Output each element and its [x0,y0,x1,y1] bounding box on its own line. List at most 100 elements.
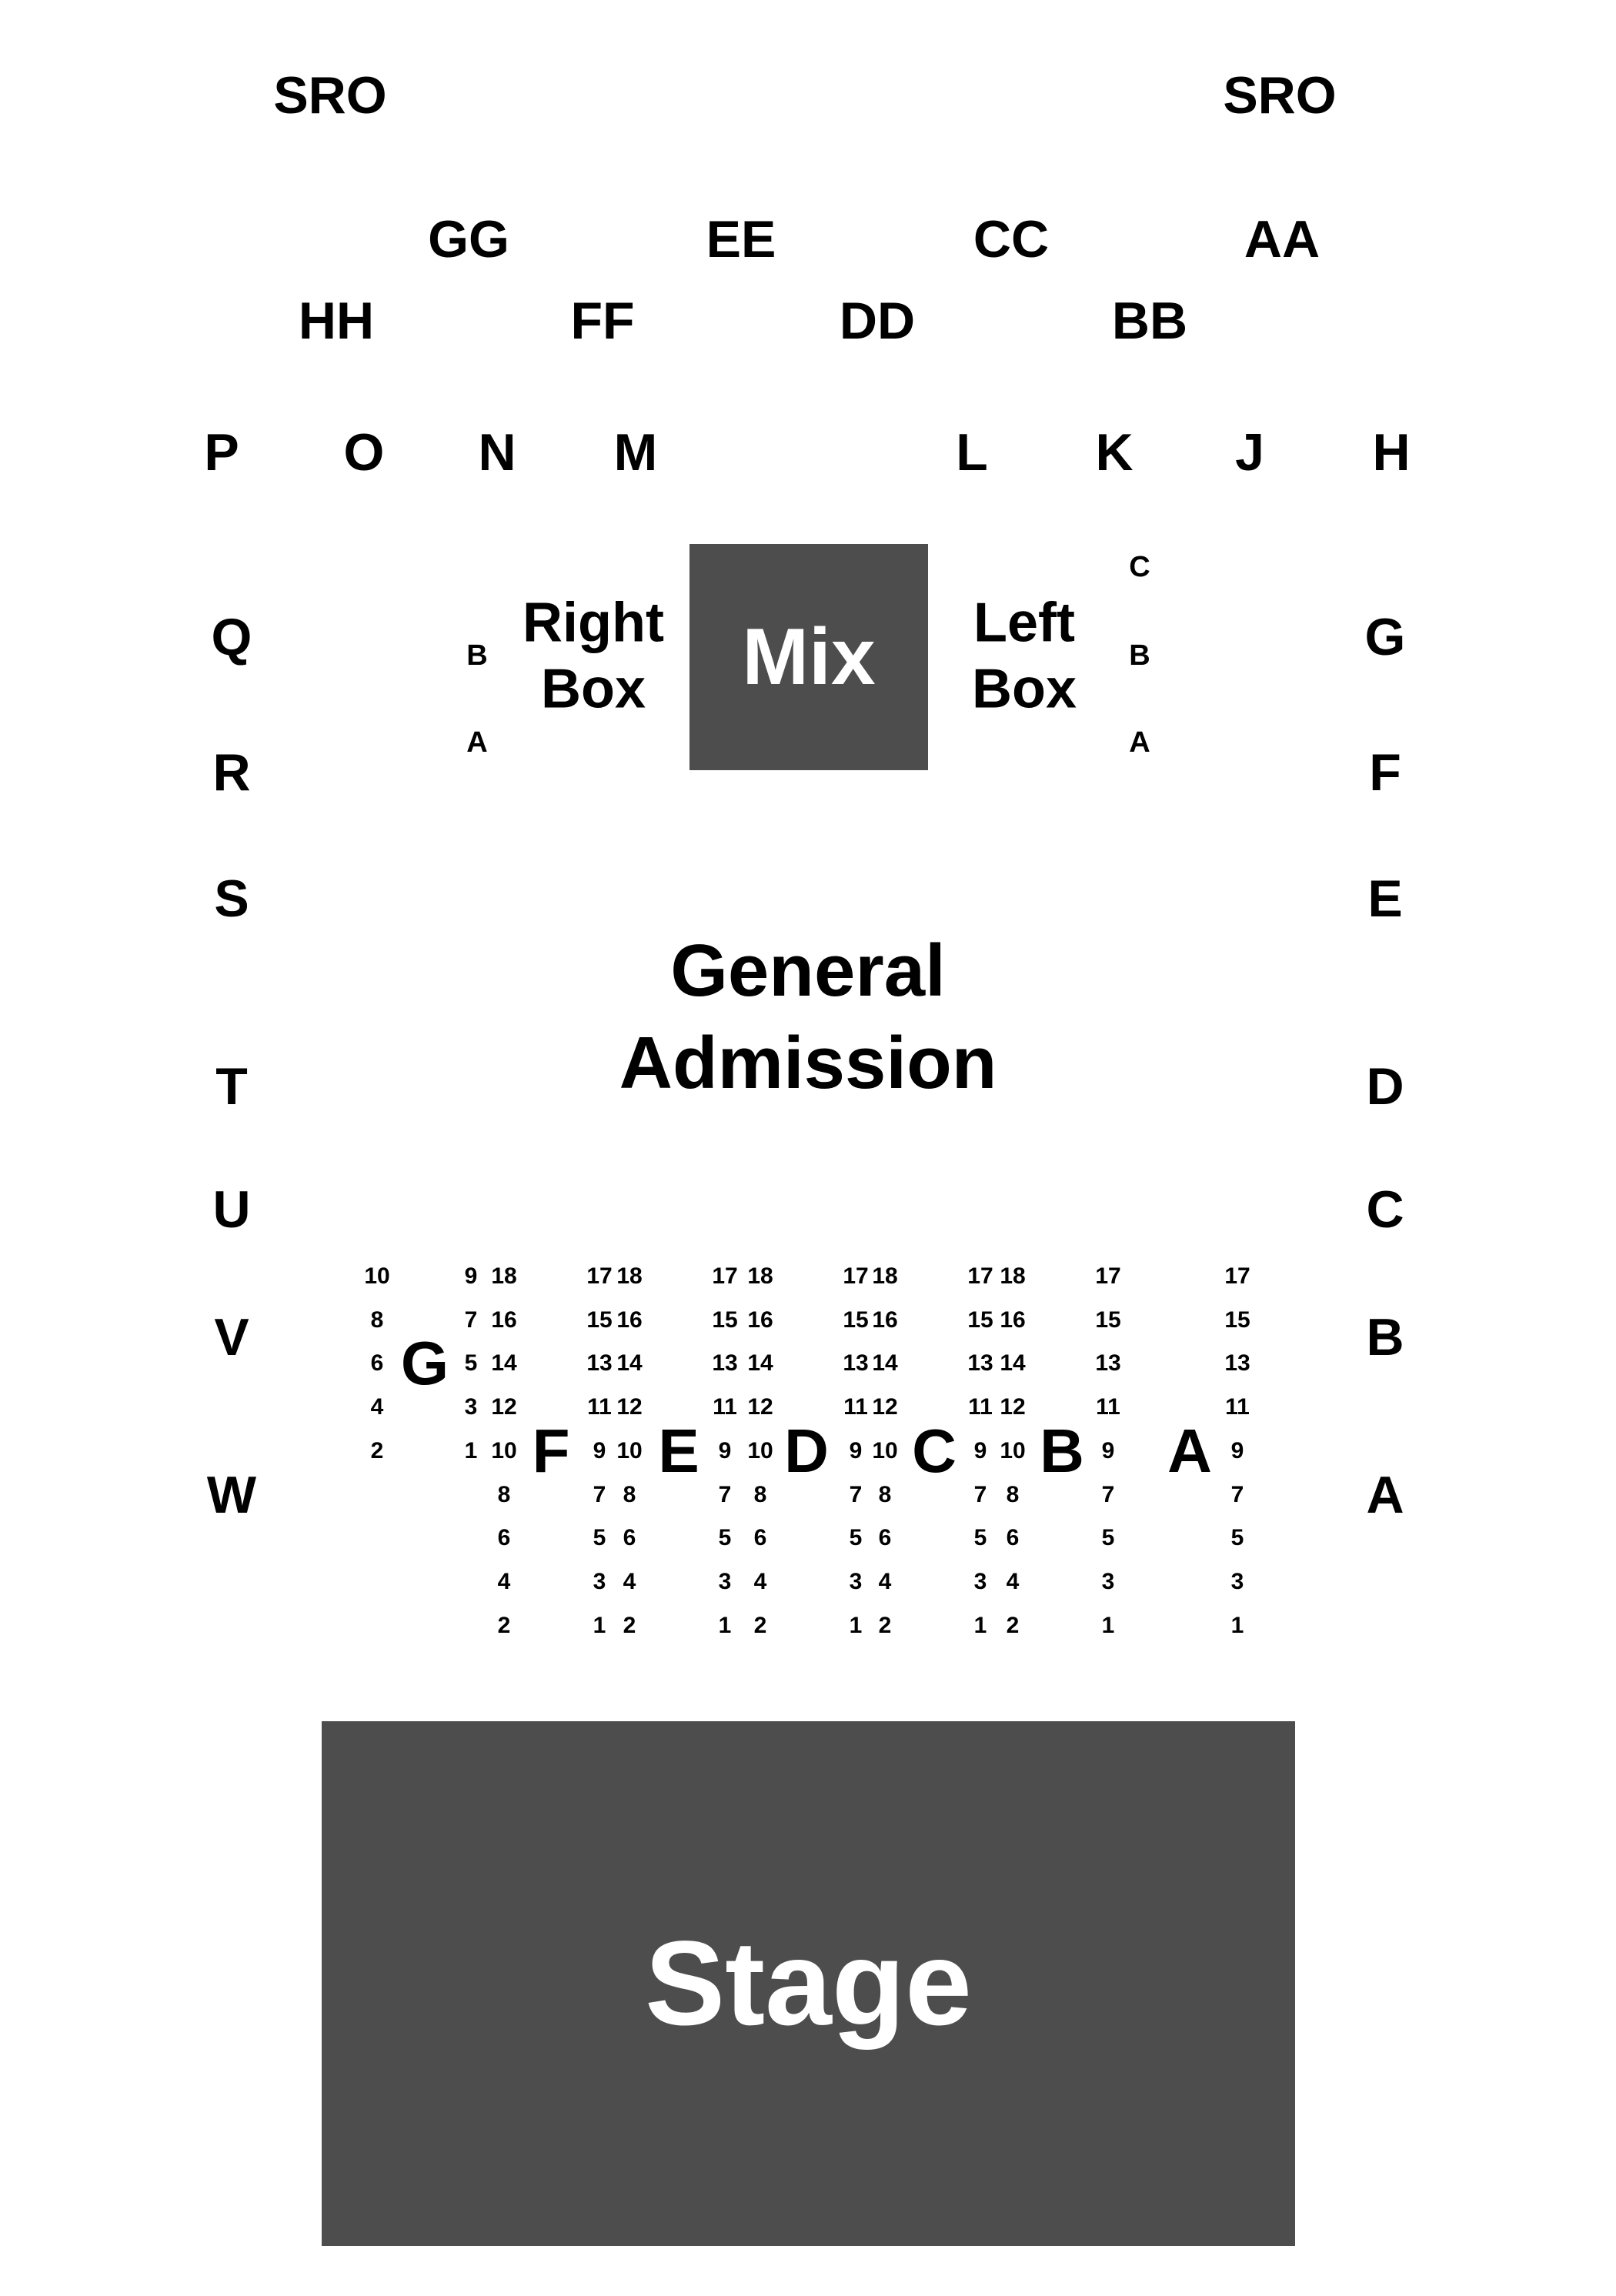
left-box-row-a[interactable]: A [1129,726,1150,759]
seat-e-16[interactable]: 16 [616,1307,643,1333]
seat-f-10[interactable]: 10 [491,1437,517,1463]
row-j[interactable]: J [1235,423,1264,482]
seat-f-1[interactable]: 1 [593,1612,606,1638]
seat-c-2[interactable]: 2 [878,1612,892,1638]
seat-a-17[interactable]: 17 [1224,1263,1250,1289]
seat-c-10[interactable]: 10 [872,1437,898,1463]
seat-e-6[interactable]: 6 [623,1525,636,1551]
seat-b-13[interactable]: 13 [1095,1350,1121,1377]
row-p[interactable]: P [204,423,239,482]
seat-d-16[interactable]: 16 [747,1307,773,1333]
seat-d-3[interactable]: 3 [849,1568,863,1594]
seat-d-2[interactable]: 2 [753,1612,767,1638]
seat-c-3[interactable]: 3 [973,1568,987,1594]
seat-g-9[interactable]: 9 [464,1263,478,1289]
seat-f-2[interactable]: 2 [497,1612,511,1638]
seat-d-17[interactable]: 17 [843,1263,869,1289]
seat-e-18[interactable]: 18 [616,1263,643,1289]
row-cc[interactable]: CC [973,210,1050,269]
row-k[interactable]: K [1095,423,1134,482]
seat-f-11[interactable]: 11 [587,1394,612,1420]
seat-f-15[interactable]: 15 [586,1307,613,1333]
seat-e-4[interactable]: 4 [623,1568,636,1594]
seat-c-8[interactable]: 8 [878,1481,892,1507]
seat-f-14[interactable]: 14 [491,1350,517,1377]
seat-e-15[interactable]: 15 [712,1307,738,1333]
seat-f-18[interactable]: 18 [491,1263,517,1289]
row-r[interactable]: R [212,743,251,802]
row-hh[interactable]: HH [298,292,375,350]
seat-g-3[interactable]: 3 [464,1394,478,1420]
sro-right-label[interactable]: SRO [1223,66,1337,125]
left-box-row-c[interactable]: C [1129,551,1150,583]
seat-e-7[interactable]: 7 [718,1481,732,1507]
seat-c-16[interactable]: 16 [872,1307,898,1333]
sro-left-label[interactable]: SRO [273,66,387,125]
row-o[interactable]: O [343,423,385,482]
seat-e-14[interactable]: 14 [616,1350,643,1377]
row-g-side[interactable]: G [1364,608,1406,666]
seat-g-2[interactable]: 2 [370,1437,384,1463]
seat-e-5[interactable]: 5 [718,1525,732,1551]
row-ff[interactable]: FF [570,292,635,350]
seat-d-1[interactable]: 1 [849,1612,863,1638]
seat-a-3[interactable]: 3 [1230,1568,1244,1594]
row-b-side[interactable]: B [1366,1308,1404,1367]
seat-d-12[interactable]: 12 [747,1394,773,1420]
left-box-row-b[interactable]: B [1129,639,1150,672]
seat-f-17[interactable]: 17 [586,1263,613,1289]
seat-e-17[interactable]: 17 [712,1263,738,1289]
seat-d-18[interactable]: 18 [747,1263,773,1289]
seat-f-4[interactable]: 4 [497,1568,511,1594]
row-aa[interactable]: AA [1244,210,1321,269]
row-d-side[interactable]: D [1366,1057,1404,1116]
floor-section-e[interactable]: E [658,1417,699,1485]
seat-e-8[interactable]: 8 [623,1481,636,1507]
right-box-row-b[interactable]: B [466,639,488,672]
seat-d-5[interactable]: 5 [849,1525,863,1551]
seat-b-1[interactable]: 1 [1101,1612,1115,1638]
seat-b-6[interactable]: 6 [1006,1525,1020,1551]
seat-g-4[interactable]: 4 [370,1394,384,1420]
seat-d-8[interactable]: 8 [753,1481,767,1507]
seat-b-17[interactable]: 17 [1095,1263,1121,1289]
seat-d-6[interactable]: 6 [753,1525,767,1551]
row-e-side[interactable]: E [1367,869,1403,928]
seat-b-3[interactable]: 3 [1101,1568,1115,1594]
seat-b-5[interactable]: 5 [1101,1525,1115,1551]
right-box-label[interactable]: Right Box [523,592,664,720]
seat-e-13[interactable]: 13 [712,1350,738,1377]
seat-f-6[interactable]: 6 [497,1525,511,1551]
seat-b-11[interactable]: 11 [1096,1394,1120,1420]
seat-b-7[interactable]: 7 [1101,1481,1115,1507]
seat-e-11[interactable]: 11 [713,1394,737,1420]
seat-b-4[interactable]: 4 [1006,1568,1020,1594]
seat-d-9[interactable]: 9 [849,1437,863,1463]
seat-b-9[interactable]: 9 [1101,1437,1115,1463]
row-q[interactable]: Q [211,608,252,666]
seat-c-9[interactable]: 9 [973,1437,987,1463]
row-dd[interactable]: DD [839,292,916,350]
seat-c-7[interactable]: 7 [973,1481,987,1507]
seat-b-10[interactable]: 10 [1000,1437,1026,1463]
row-u[interactable]: U [212,1180,251,1239]
seat-c-14[interactable]: 14 [872,1350,898,1377]
seat-e-2[interactable]: 2 [623,1612,636,1638]
seat-c-12[interactable]: 12 [872,1394,898,1420]
seat-b-18[interactable]: 18 [1000,1263,1026,1289]
row-t[interactable]: T [215,1057,248,1116]
seat-d-10[interactable]: 10 [747,1437,773,1463]
seat-a-9[interactable]: 9 [1230,1437,1244,1463]
seat-b-16[interactable]: 16 [1000,1307,1026,1333]
row-bb[interactable]: BB [1111,292,1188,350]
seat-b-8[interactable]: 8 [1006,1481,1020,1507]
seat-a-11[interactable]: 11 [1225,1394,1250,1420]
seat-e-1[interactable]: 1 [718,1612,732,1638]
seat-f-9[interactable]: 9 [593,1437,606,1463]
seat-d-15[interactable]: 15 [843,1307,869,1333]
floor-section-a[interactable]: A [1167,1417,1212,1485]
seat-c-11[interactable]: 11 [968,1394,993,1420]
seat-a-7[interactable]: 7 [1230,1481,1244,1507]
seat-a-1[interactable]: 1 [1230,1612,1244,1638]
general-admission-label[interactable]: General Admission [619,929,997,1104]
